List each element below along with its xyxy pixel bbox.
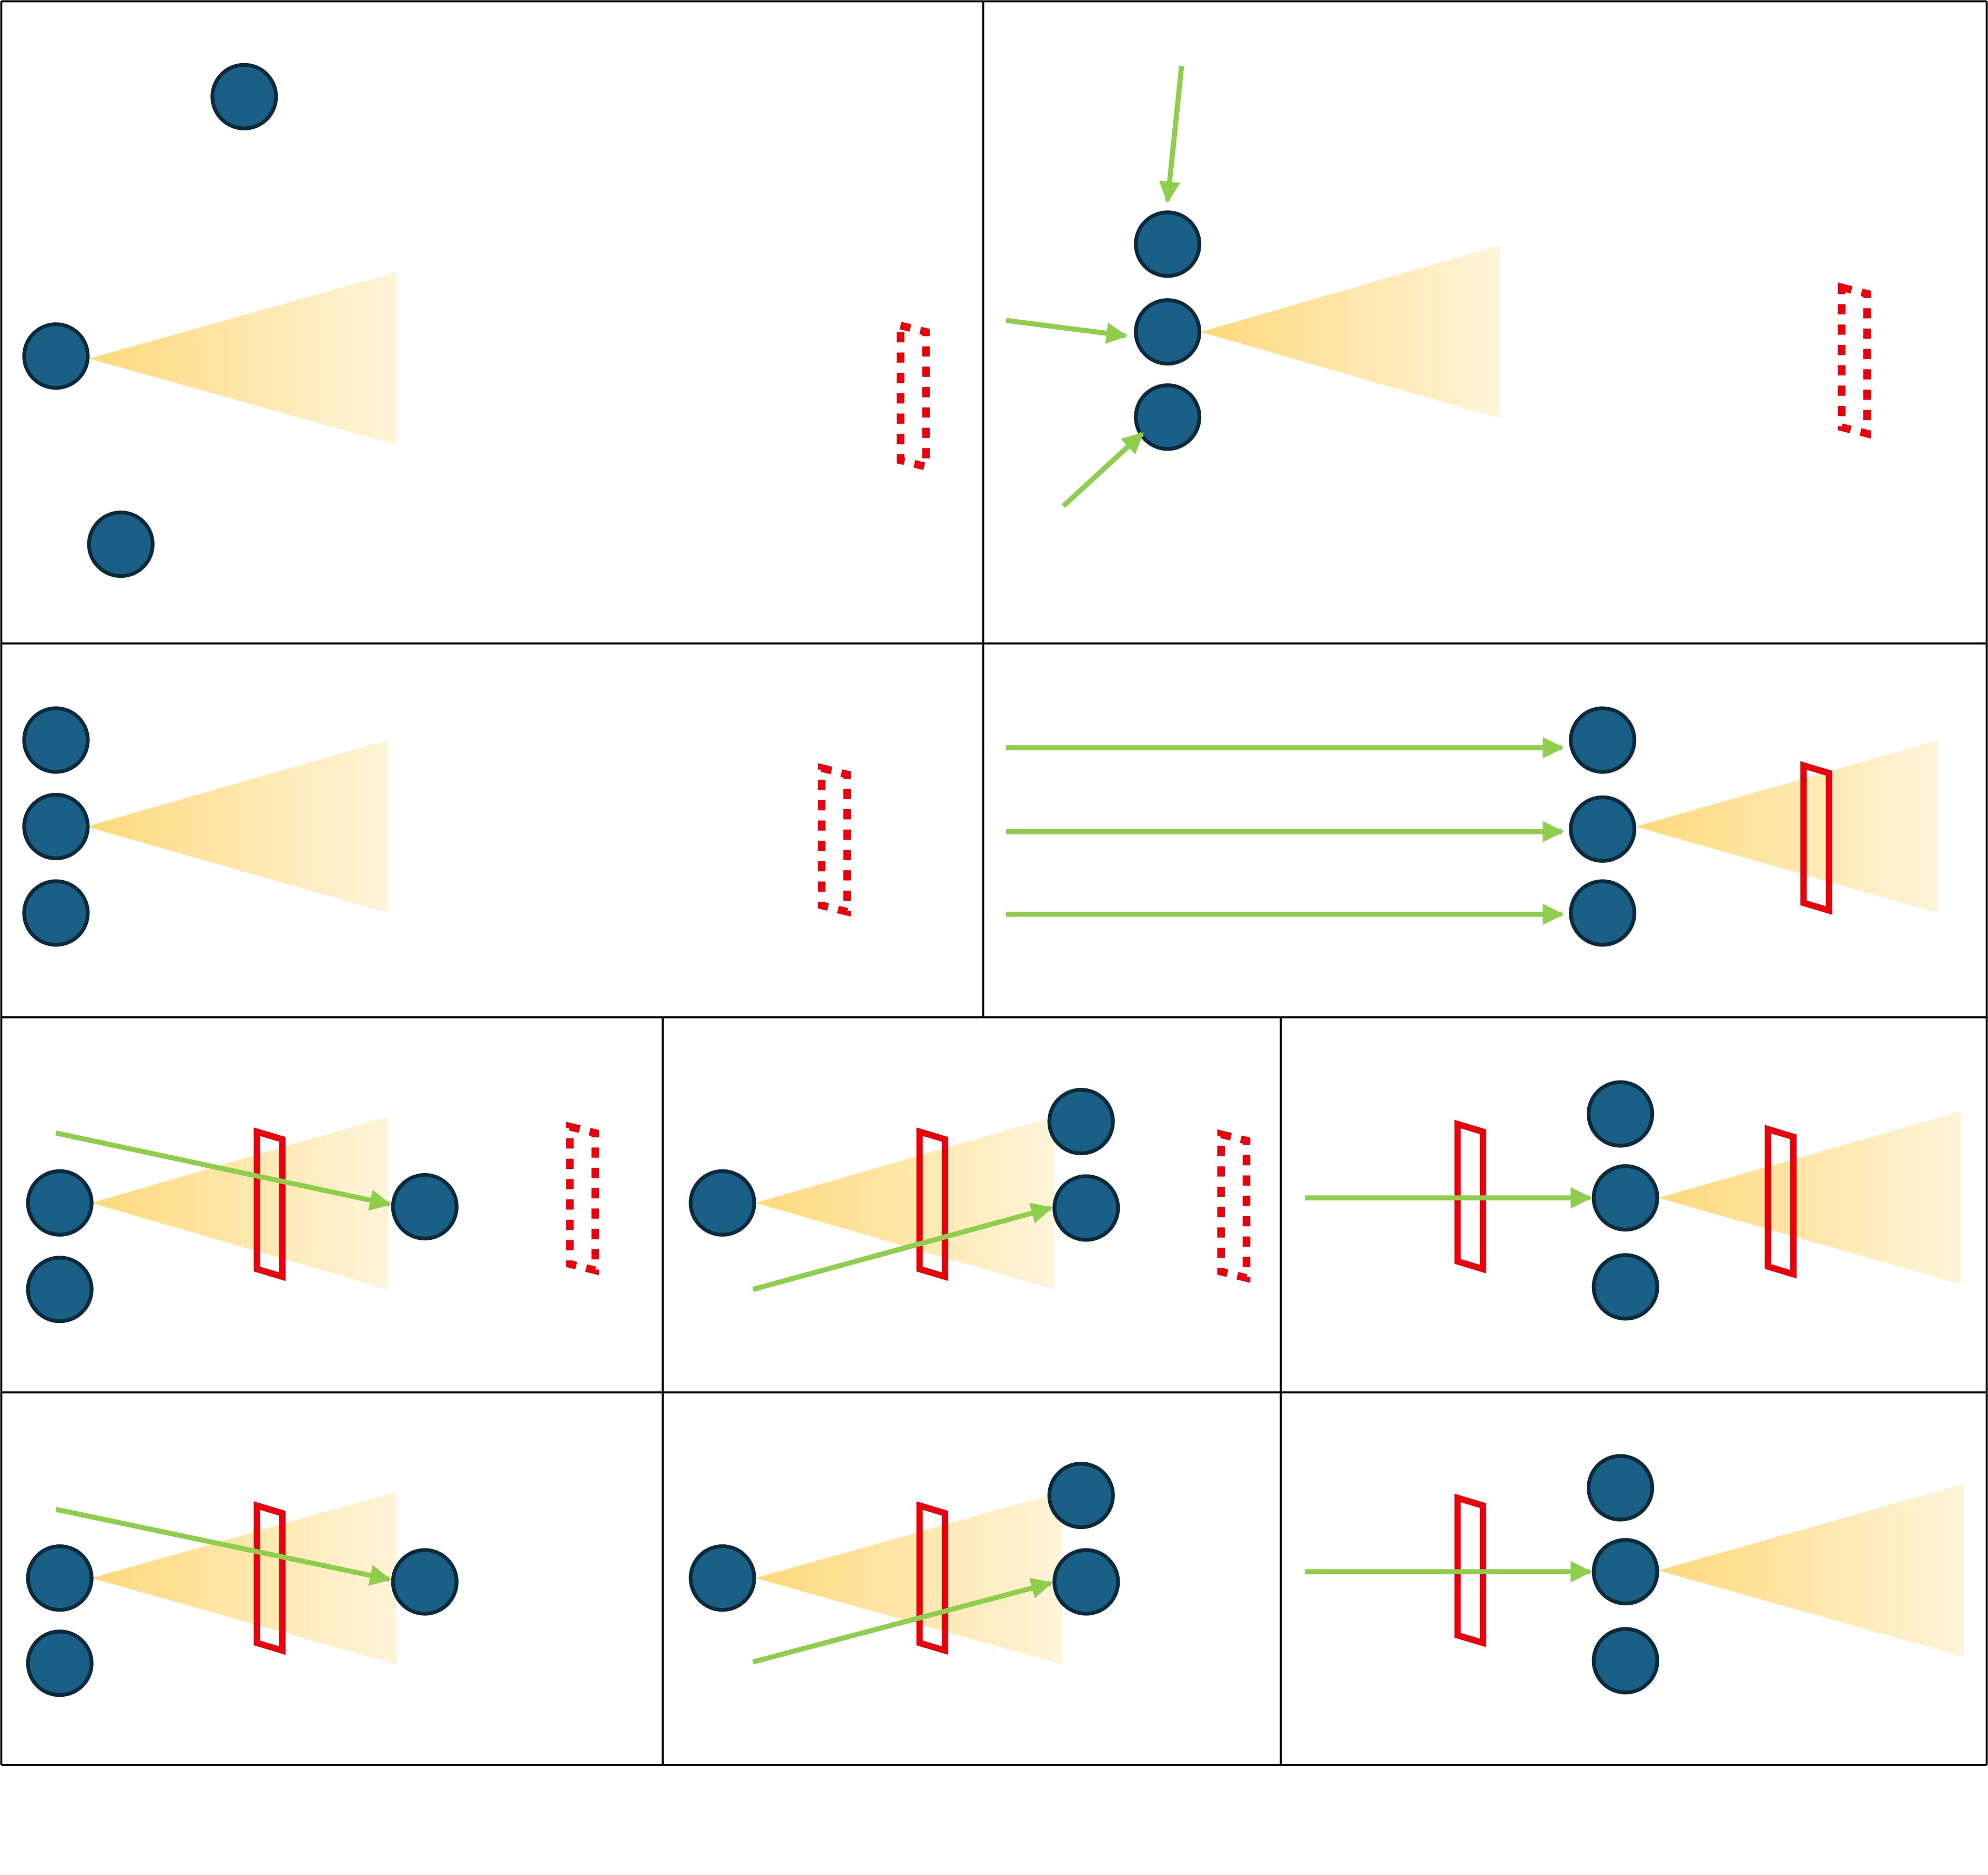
node	[1134, 383, 1202, 451]
detection-cone	[92, 1491, 397, 1665]
detection-cone	[86, 740, 388, 913]
node	[1586, 1454, 1655, 1522]
node	[1569, 795, 1637, 863]
arrow	[1061, 432, 1144, 508]
barrier	[253, 1501, 286, 1655]
detection-cone	[1200, 245, 1500, 419]
node	[22, 792, 90, 861]
arrow	[55, 1506, 392, 1586]
arrow	[1006, 318, 1128, 344]
barrier	[1764, 1125, 1797, 1279]
detection-cone	[755, 1116, 1054, 1290]
node	[1591, 1164, 1659, 1232]
dashed-sensor	[818, 763, 851, 917]
node	[26, 1169, 94, 1237]
arrow	[752, 1203, 1053, 1292]
arrow	[1159, 66, 1184, 203]
node	[87, 510, 155, 578]
barrier	[1454, 1119, 1486, 1273]
node	[688, 1544, 756, 1612]
barrier	[1800, 761, 1832, 915]
node	[1052, 1548, 1120, 1616]
detection-cone	[1636, 740, 1939, 913]
barrier	[253, 1127, 286, 1281]
node	[1569, 879, 1637, 947]
node	[22, 879, 90, 947]
node	[1569, 706, 1637, 774]
node	[1047, 1461, 1115, 1530]
node	[26, 1256, 94, 1323]
node	[210, 63, 278, 130]
node	[1586, 1080, 1655, 1148]
node	[391, 1173, 459, 1241]
detection-cone	[755, 1491, 1062, 1665]
node	[22, 706, 90, 774]
node	[1591, 1627, 1659, 1695]
detection-cone	[1658, 1111, 1962, 1285]
node	[688, 1169, 756, 1237]
barrier	[1454, 1493, 1486, 1647]
dashed-sensor	[566, 1122, 600, 1276]
node	[391, 1548, 459, 1616]
node	[1047, 1087, 1115, 1156]
node	[22, 322, 90, 390]
node	[1052, 1174, 1120, 1242]
barrier	[916, 1501, 948, 1655]
dashed-sensor	[896, 320, 930, 472]
node	[1591, 1538, 1659, 1606]
barrier	[916, 1127, 948, 1281]
arrow	[55, 1130, 392, 1211]
detection-cone	[92, 1116, 388, 1290]
node	[1134, 210, 1202, 278]
node	[26, 1544, 94, 1612]
node	[26, 1629, 94, 1697]
arrow	[752, 1577, 1053, 1665]
node	[1134, 298, 1202, 366]
dashed-sensor	[1838, 282, 1871, 439]
dashed-sensor	[1217, 1129, 1251, 1283]
detection-cone	[1658, 1484, 1964, 1657]
node	[1591, 1253, 1659, 1321]
detection-cone	[89, 272, 397, 445]
